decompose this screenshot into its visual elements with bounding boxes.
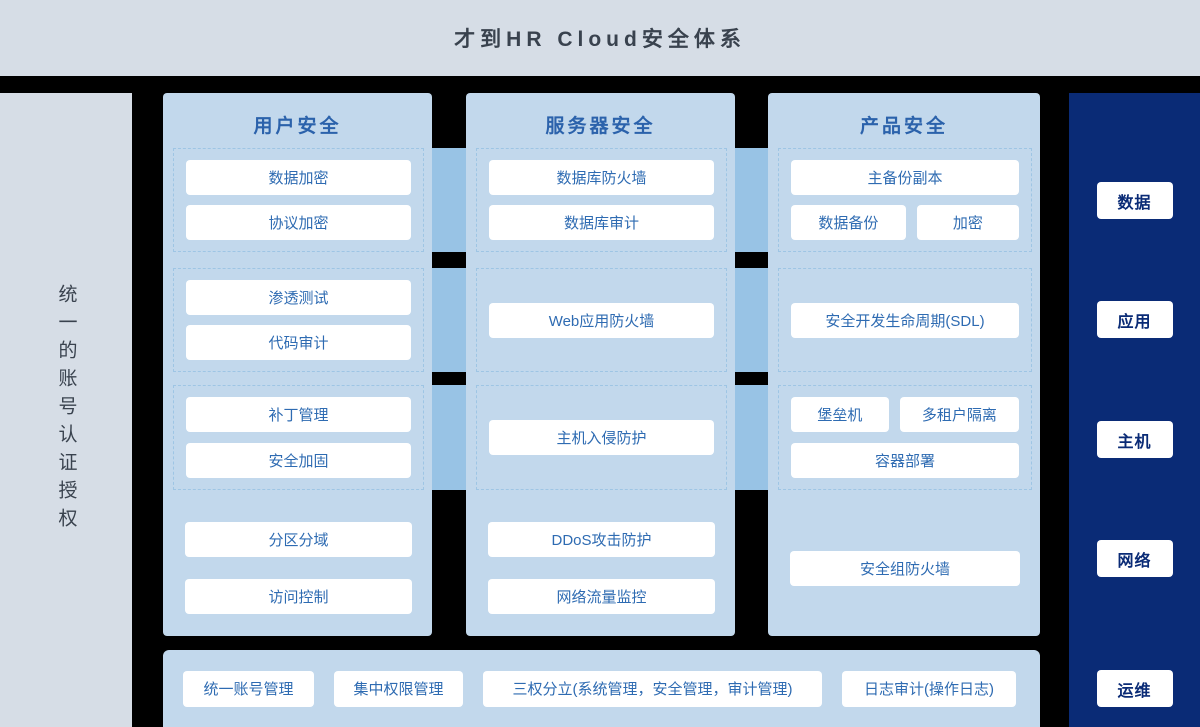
node-chip: 安全开发生命周期(SDL) [791, 302, 1019, 338]
group-network-layer: DDoS攻击防护 网络流量监控 [476, 500, 727, 636]
layer-chip-application: 应用 [1096, 301, 1173, 338]
node-chip: 安全加固 [186, 443, 411, 478]
layer-chip-operations: 运维 [1096, 670, 1173, 707]
node-chip: 主备份副本 [791, 159, 1019, 195]
node-chip: 代码审计 [186, 325, 411, 361]
column-header: 服务器安全 [545, 116, 656, 137]
node-chip: 网络流量监控 [488, 579, 715, 614]
column-server-security: 服务器安全 数据库防火墙 数据库审计 Web应用防火墙 主机入侵防护 DDoS攻… [466, 93, 735, 636]
node-chip: DDoS攻击防护 [488, 522, 715, 557]
node-chip: Web应用防火墙 [489, 302, 714, 338]
group-host-layer: 补丁管理 安全加固 [173, 385, 424, 490]
connector-band [429, 385, 469, 490]
node-chip: 数据备份 [791, 205, 906, 241]
bottom-bar-governance: 统一账号管理 集中权限管理 三权分立(系统管理，安全管理，审计管理) 日志审计(… [163, 650, 1040, 727]
connector-band [429, 148, 469, 252]
layer-chip-data: 数据 [1096, 182, 1173, 219]
group-network-layer: 安全组防火墙 [778, 500, 1032, 636]
node-chip: 数据库防火墙 [489, 159, 714, 195]
column-user-security: 用户安全 数据加密 协议加密 渗透测试 代码审计 补丁管理 安全加固 分区分域 … [163, 93, 432, 636]
node-chip: 数据加密 [186, 159, 411, 195]
group-host-layer: 主机入侵防护 [476, 385, 727, 490]
connector-band [429, 268, 469, 372]
node-chip: 主机入侵防护 [489, 420, 714, 455]
node-chip: 堡垒机 [791, 397, 889, 432]
chip-pair-row: 数据备份 加密 [791, 205, 1019, 241]
group-app-layer: 渗透测试 代码审计 [173, 268, 424, 372]
chip-pair-row: 堡垒机 多租户隔离 [791, 397, 1019, 432]
group-network-layer: 分区分域 访问控制 [173, 500, 424, 636]
node-chip: 多租户隔离 [899, 397, 1019, 432]
layer-chip-network: 网络 [1096, 540, 1173, 577]
node-chip: 补丁管理 [186, 397, 411, 432]
group-app-layer: Web应用防火墙 [476, 268, 727, 372]
group-data-layer: 数据库防火墙 数据库审计 [476, 148, 727, 252]
column-header: 用户安全 [253, 116, 342, 137]
group-data-layer: 主备份副本 数据备份 加密 [778, 148, 1032, 252]
node-chip: 三权分立(系统管理，安全管理，审计管理) [483, 670, 822, 707]
node-chip: 协议加密 [186, 205, 411, 241]
node-chip: 渗透测试 [186, 279, 411, 315]
node-chip: 统一账号管理 [183, 670, 314, 707]
connector-band [732, 385, 772, 490]
header-bar: 才到HR Cloud安全体系 [0, 0, 1200, 76]
node-chip: 安全组防火墙 [790, 550, 1020, 586]
node-chip: 分区分域 [185, 522, 412, 557]
left-rail-unified-auth: 统一的账号认证授权 [0, 93, 132, 727]
column-header: 产品安全 [859, 116, 948, 137]
column-product-security: 产品安全 主备份副本 数据备份 加密 安全开发生命周期(SDL) 堡垒机 多租户… [768, 93, 1040, 636]
node-chip: 日志审计(操作日志) [842, 670, 1016, 707]
connector-band [732, 148, 772, 252]
node-chip: 容器部署 [791, 443, 1019, 478]
node-chip: 访问控制 [185, 579, 412, 614]
page-title: 才到HR Cloud安全体系 [454, 28, 746, 51]
connector-band [732, 268, 772, 372]
group-host-layer: 堡垒机 多租户隔离 容器部署 [778, 385, 1032, 490]
group-data-layer: 数据加密 协议加密 [173, 148, 424, 252]
layer-chip-host: 主机 [1096, 421, 1173, 458]
node-chip: 集中权限管理 [334, 670, 463, 707]
node-chip: 加密 [916, 205, 1019, 241]
node-chip: 数据库审计 [489, 205, 714, 241]
left-rail-label: 统一的账号认证授权 [55, 284, 77, 536]
right-rail-layers: 数据 应用 主机 网络 运维 [1069, 93, 1200, 727]
group-app-layer: 安全开发生命周期(SDL) [778, 268, 1032, 372]
